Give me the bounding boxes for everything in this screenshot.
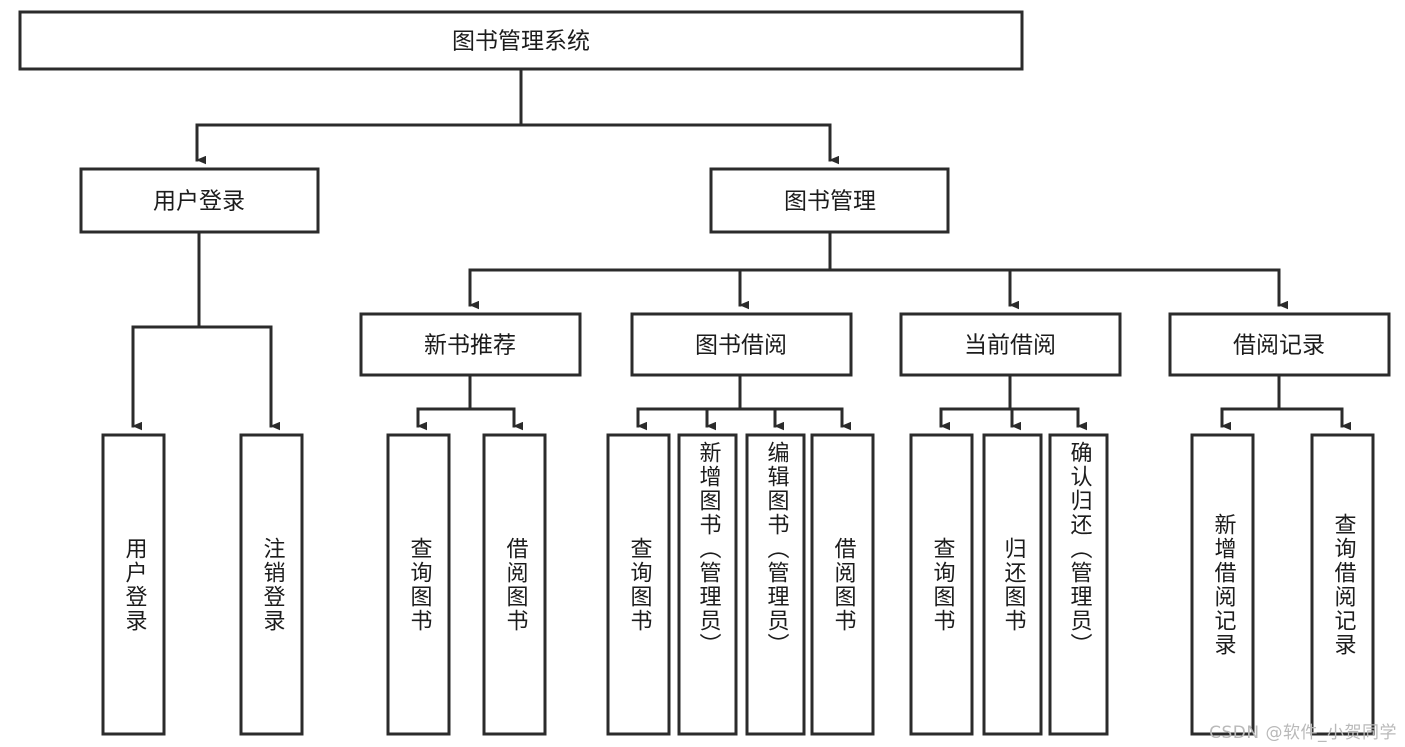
connector-bookmanage-bus <box>468 230 1281 272</box>
connector-bookborrow-bus <box>636 373 844 411</box>
connector-newbookrec-bus <box>416 373 516 411</box>
connector-userlogin-bus <box>131 230 273 329</box>
leaf-box-user-logout[interactable] <box>239 433 304 736</box>
node-root-label: 图书管理系统 <box>452 29 590 55</box>
node-book-manage[interactable]: 图书管理 <box>709 167 950 234</box>
connector-currentborrow-bus <box>939 373 1080 411</box>
leaf-box-nbr-borrow-book[interactable] <box>482 433 547 736</box>
node-book-borrow-label: 图书借阅 <box>695 333 787 359</box>
csdn-watermark: CSDN @软件_小贺同学 <box>1209 723 1397 743</box>
connector-borrowrecord-bus <box>1220 373 1344 411</box>
leaf-box-bb-query-book[interactable] <box>606 433 671 736</box>
node-book-borrow[interactable]: 图书借阅 <box>630 312 853 377</box>
leaf-box-nbr-query-book[interactable] <box>386 433 451 736</box>
node-new-book-rec[interactable]: 新书推荐 <box>359 312 582 377</box>
node-root-box <box>18 10 1024 71</box>
leaf-box-cb-confirm[interactable] <box>1048 433 1109 736</box>
node-new-book-rec-label: 新书推荐 <box>424 333 516 359</box>
node-book-manage-label: 图书管理 <box>784 189 876 215</box>
node-borrow-record-label: 借阅记录 <box>1233 333 1325 359</box>
node-borrow-record[interactable]: 借阅记录 <box>1168 312 1391 377</box>
leaf-box-cb-query-book[interactable] <box>909 433 974 736</box>
leaf-box-br-add-record[interactable] <box>1190 433 1255 736</box>
node-root[interactable]: 图书管理系统 <box>18 10 1024 71</box>
leaf-box-bb-borrow-book[interactable] <box>810 433 875 736</box>
leaf-box-bb-add-book[interactable] <box>677 433 738 736</box>
node-user-login-label: 用户登录 <box>153 189 245 215</box>
node-book-borrow-box <box>630 312 853 377</box>
node-borrow-record-box <box>1168 312 1391 377</box>
leaf-box-cb-return-book[interactable] <box>982 433 1043 736</box>
leaf-box-layer <box>101 433 1375 736</box>
node-current-borrow-label: 当前借阅 <box>964 333 1056 359</box>
node-book-manage-box <box>709 167 950 234</box>
node-user-login[interactable]: 用户登录 <box>79 167 320 234</box>
node-user-login-box <box>79 167 320 234</box>
node-current-borrow-box <box>899 312 1122 377</box>
leaf-box-br-query-record[interactable] <box>1310 433 1375 736</box>
node-current-borrow[interactable]: 当前借阅 <box>899 312 1122 377</box>
leaf-box-bb-edit-book[interactable] <box>745 433 806 736</box>
connector-layer <box>131 67 1351 431</box>
connector-root-bus <box>195 67 832 127</box>
leaf-box-user-login[interactable] <box>101 433 166 736</box>
node-new-book-rec-box <box>359 312 582 377</box>
